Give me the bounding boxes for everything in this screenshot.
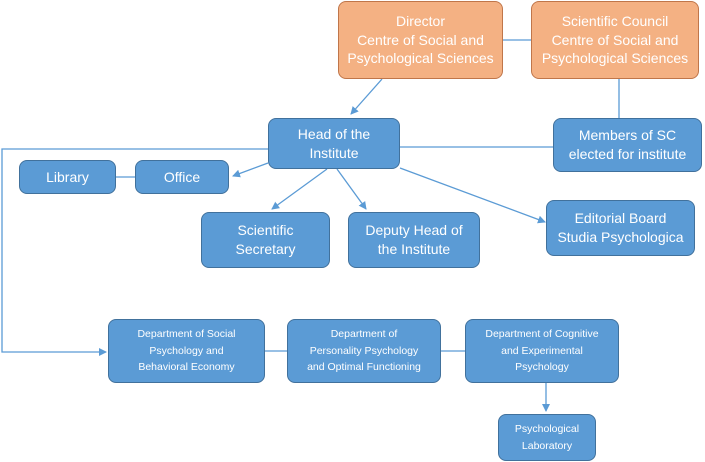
arrow-head-office xyxy=(232,162,269,178)
members-sc-node: Members of SC elected for institute xyxy=(553,118,702,172)
arrow-director-head xyxy=(350,78,383,115)
deputy-head-node: Deputy Head of the Institute xyxy=(348,212,480,268)
dept-personality-psychology-node: Department of Personality Psychology and… xyxy=(287,319,441,383)
director-node: Director Centre of Social and Psychologi… xyxy=(338,1,503,79)
office-node: Office xyxy=(135,160,229,194)
dept-cognitive-psychology-node: Department of Cognitive and Experimental… xyxy=(465,319,619,383)
scientific-council-node: Scientific Council Centre of Social and … xyxy=(531,1,699,79)
psychological-laboratory-node: Psychological Laboratory xyxy=(498,414,596,461)
arrow-head-dept-social xyxy=(1,148,268,356)
arrow-head-editorial xyxy=(399,167,546,224)
arrow-head-secretary xyxy=(271,168,328,210)
arrow-head-deputy xyxy=(336,168,367,210)
dept-social-psychology-node: Department of Social Psychology and Beha… xyxy=(108,319,265,383)
library-node: Library xyxy=(19,160,116,194)
editorial-board-node: Editorial Board Studia Psychologica xyxy=(546,200,695,256)
scientific-secretary-node: Scientific Secretary xyxy=(201,212,330,268)
head-of-institute-node: Head of the Institute xyxy=(268,118,400,169)
